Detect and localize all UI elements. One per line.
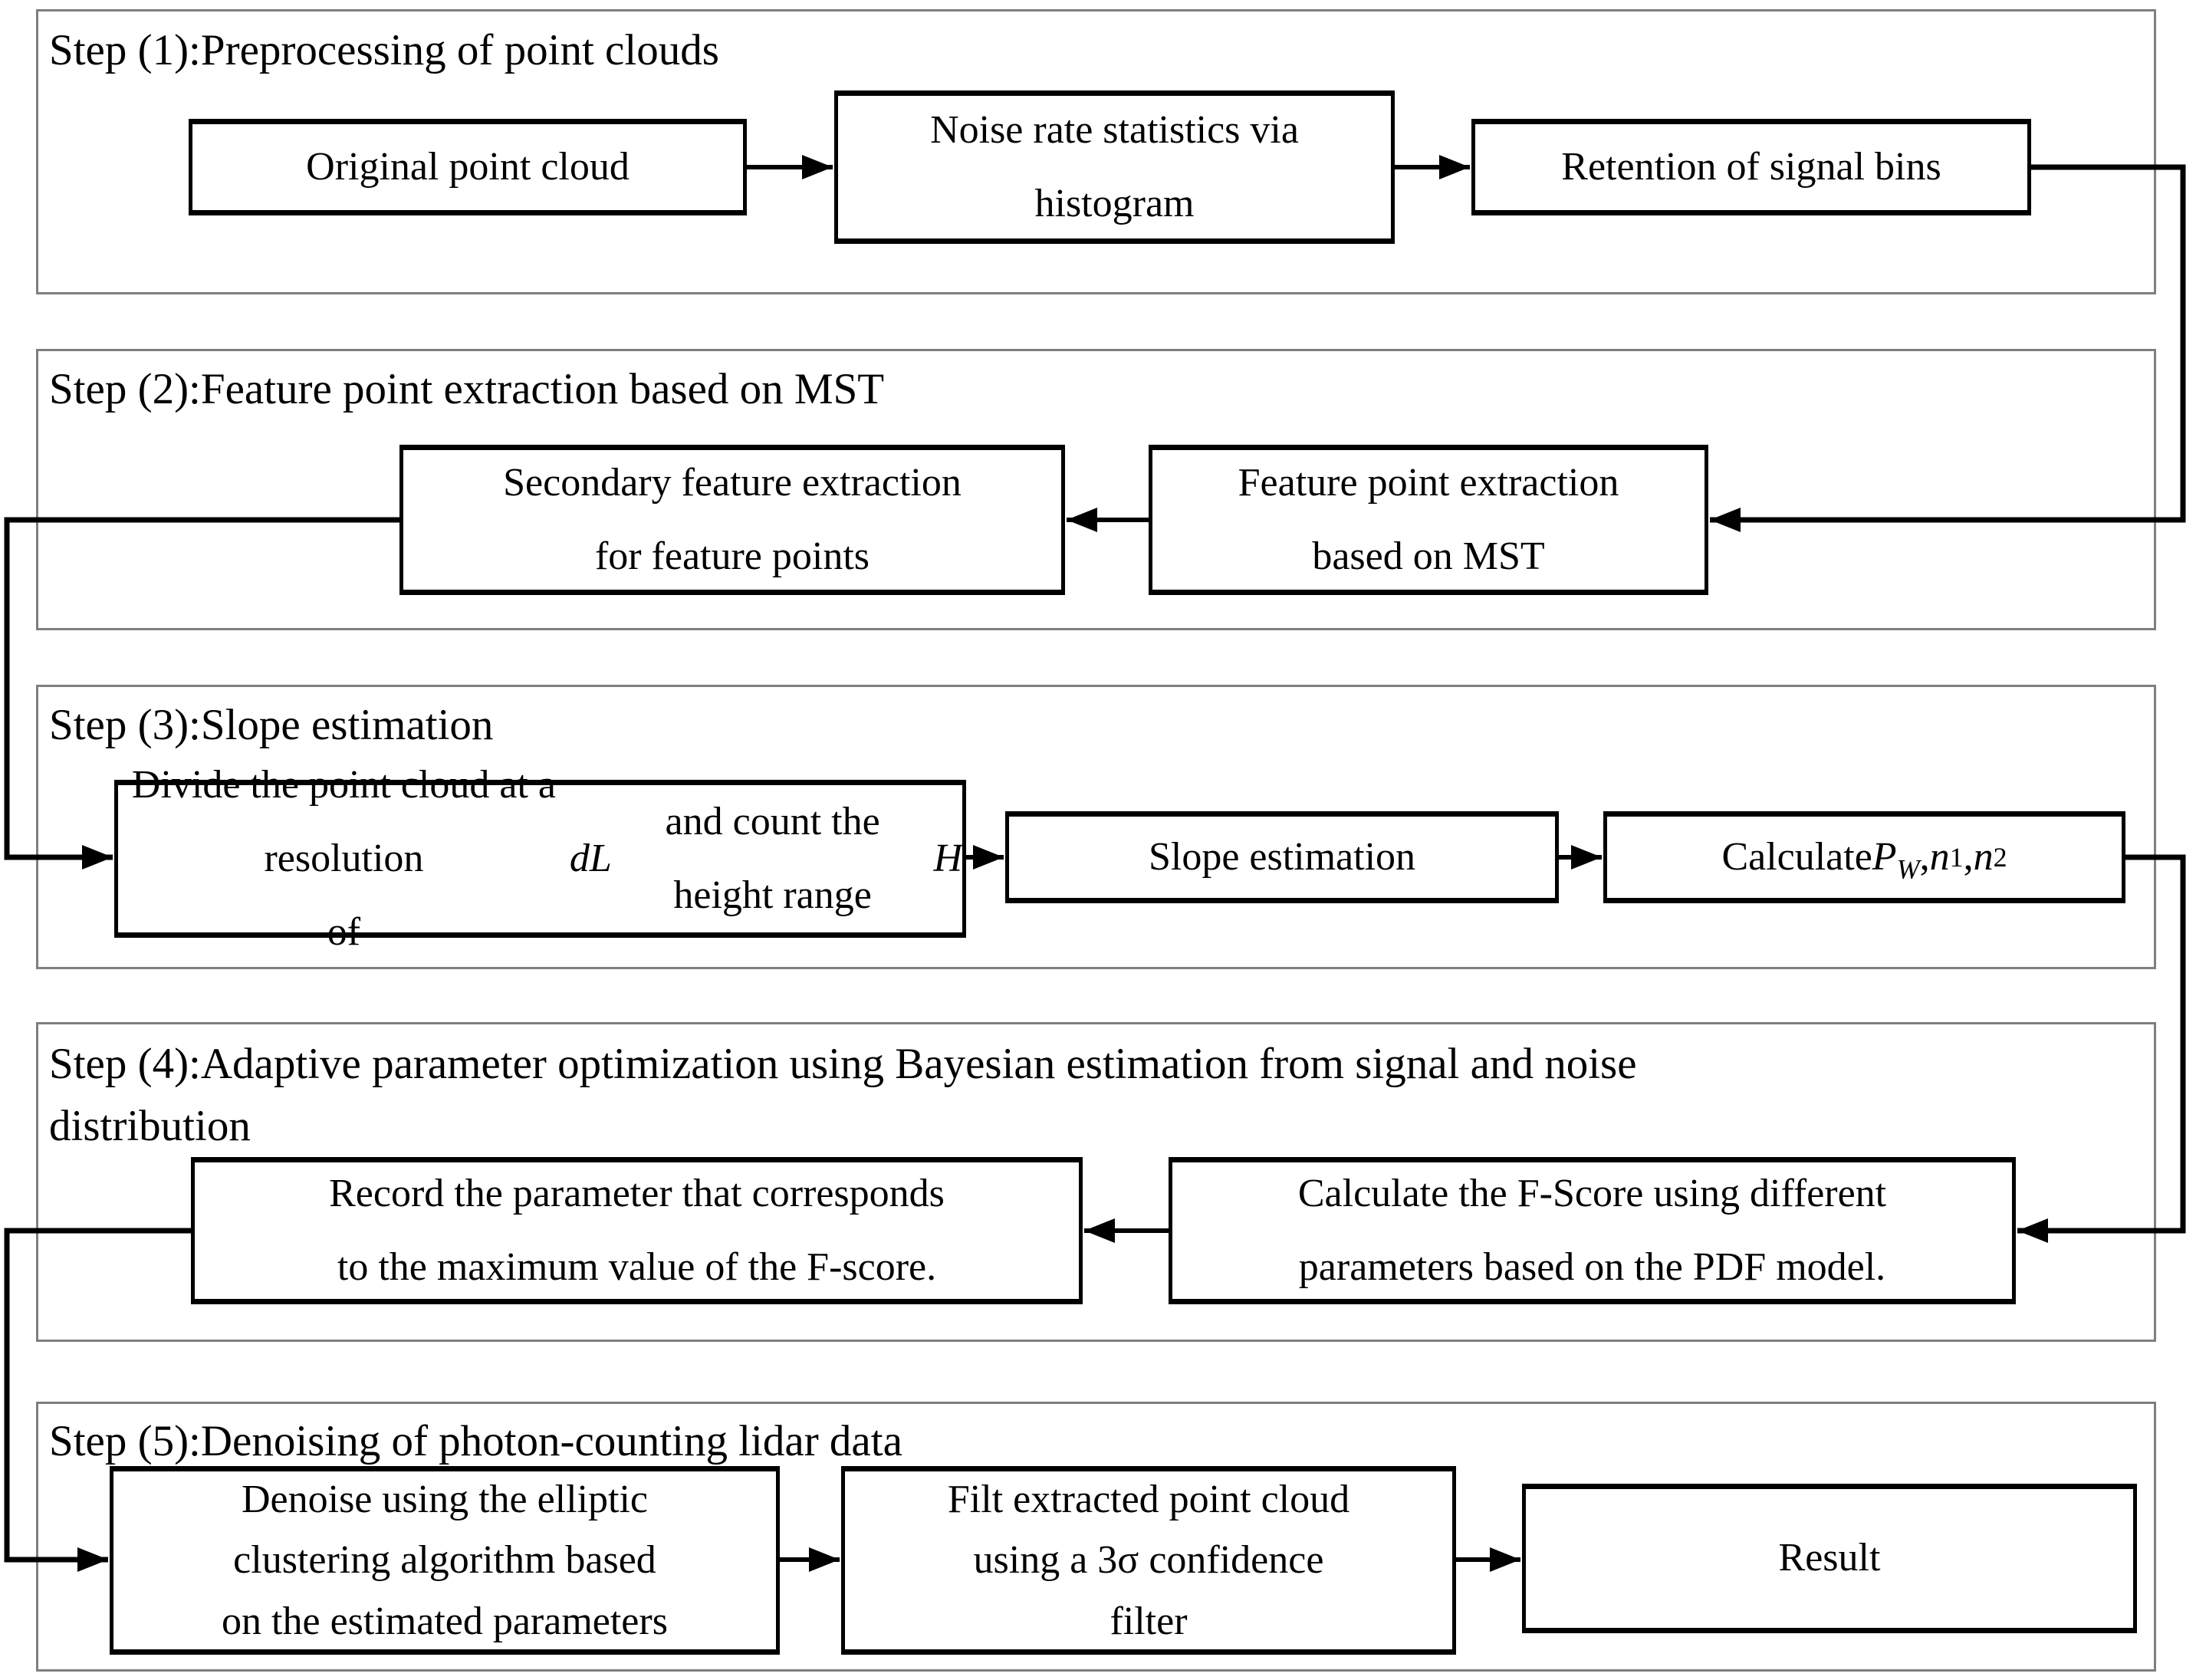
step5-title: Step (5):Denoising of photon-counting li… <box>49 1417 902 1465</box>
step2-title: Step (2):Feature point extraction based … <box>49 365 885 413</box>
box-retention-signal-bins: Retention of signal bins <box>1471 119 2031 215</box>
box-slope-estimation: Slope estimation <box>1005 811 1559 903</box>
box-original-point-cloud: Original point cloud <box>189 119 747 215</box>
step4-title: Step (4):Adaptive parameter optimization… <box>49 1040 1637 1150</box>
step1-title: Step (1):Preprocessing of point clouds <box>49 26 719 74</box>
box-result: Result <box>1522 1484 2137 1633</box>
